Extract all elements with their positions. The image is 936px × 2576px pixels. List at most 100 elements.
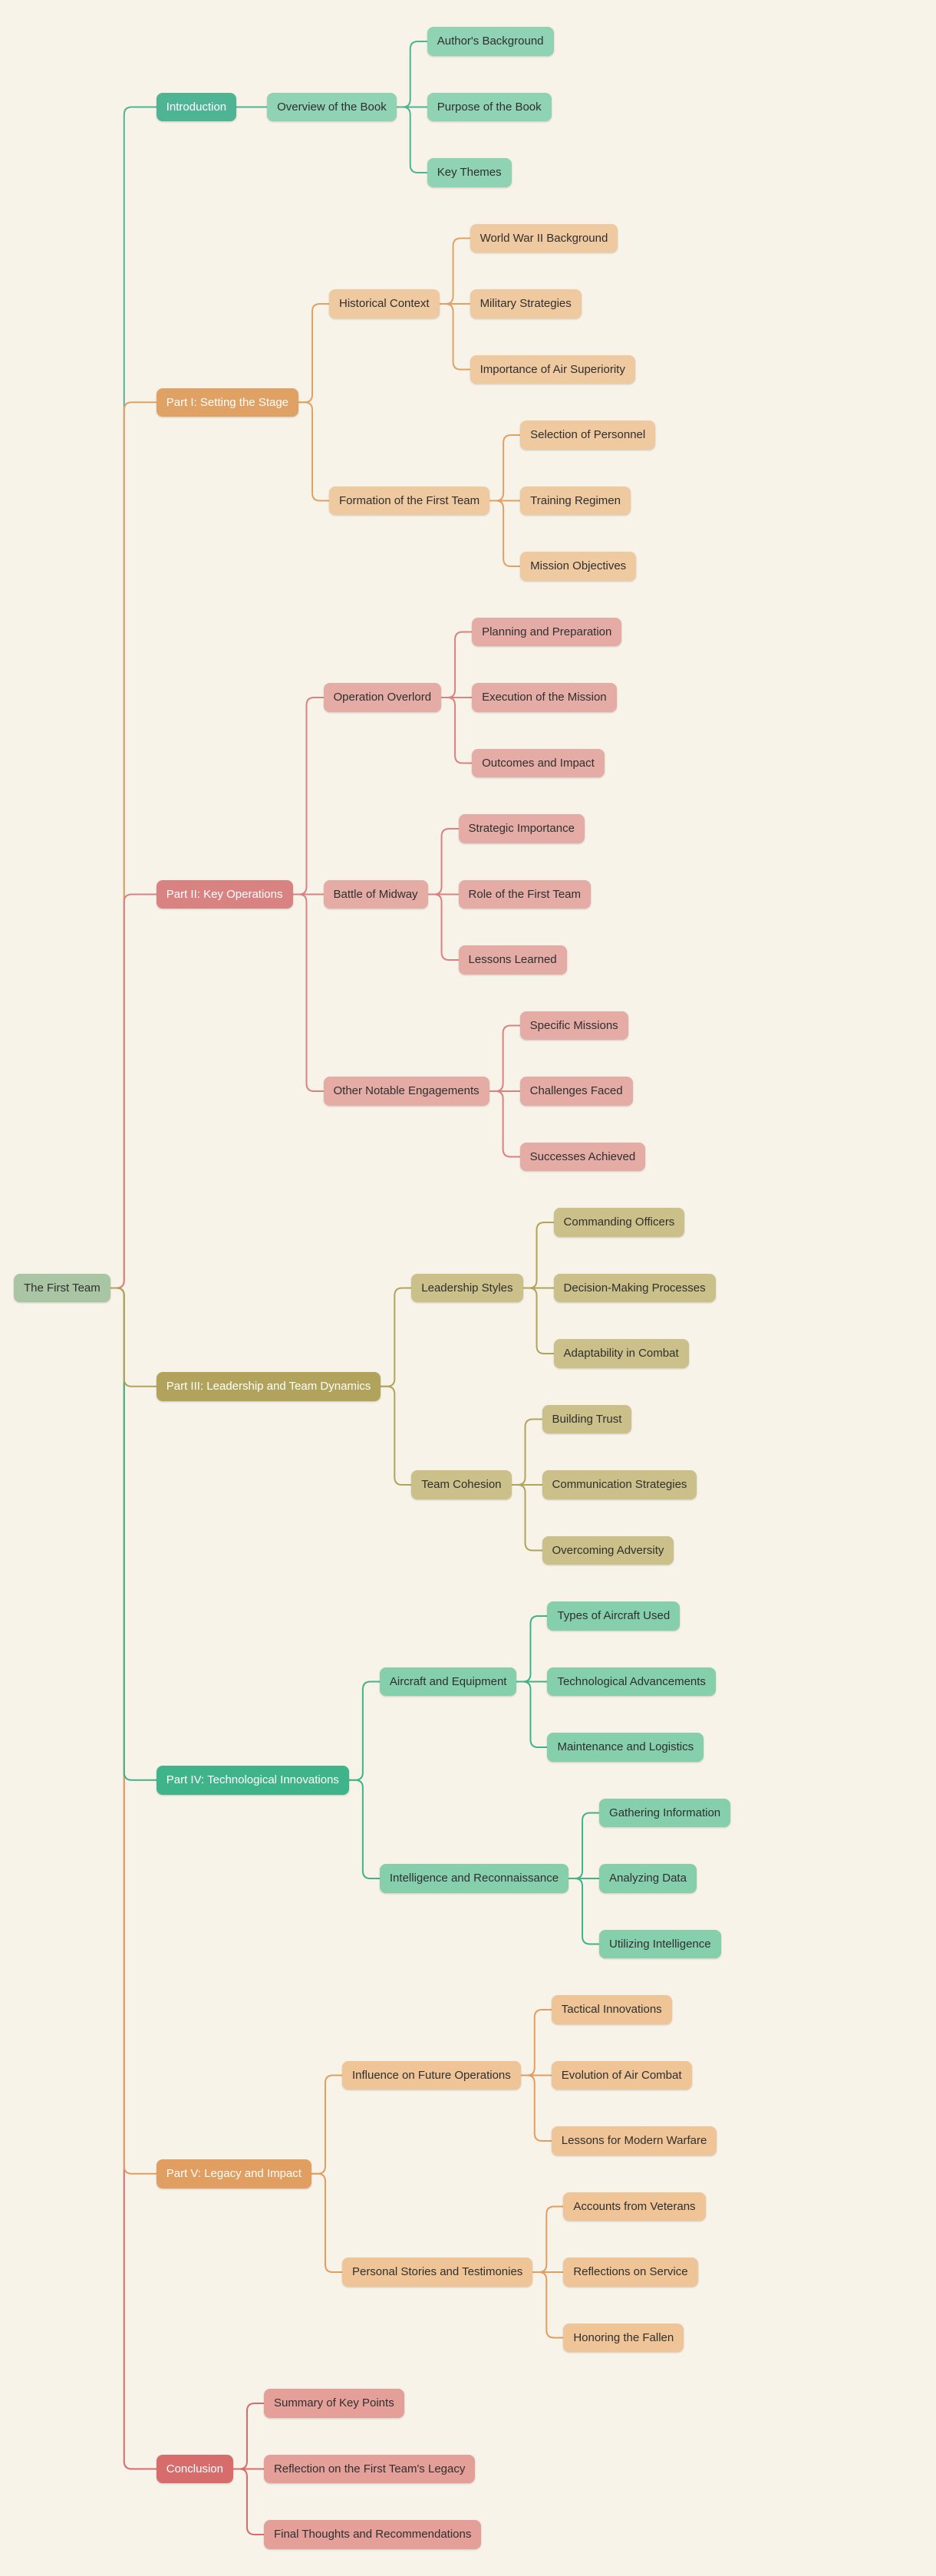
- node-communication-strategies[interactable]: Communication Strategies: [542, 1470, 697, 1499]
- branch-challenges-faced: Challenges Faced: [519, 1077, 646, 1106]
- node-part-v-legacy-and-impact[interactable]: Part V: Legacy and Impact: [156, 2159, 311, 2188]
- node-formation-of-the-first-team[interactable]: Formation of the First Team: [329, 486, 490, 516]
- branch-tactical-innovations: Tactical Innovations: [551, 1995, 717, 2024]
- node-historical-context[interactable]: Historical Context: [329, 289, 440, 318]
- node-military-strategies[interactable]: Military Strategies: [470, 289, 582, 318]
- branch-importance-of-air-superiority: Importance of Air Superiority: [470, 355, 635, 384]
- node-aircraft-and-equipment[interactable]: Aircraft and Equipment: [379, 1667, 517, 1697]
- node-summary-of-key-points[interactable]: Summary of Key Points: [263, 2389, 404, 2418]
- branch-maintenance-and-logistics: Maintenance and Logistics: [547, 1733, 715, 1762]
- node-part-ii-key-operations[interactable]: Part II: Key Operations: [156, 879, 293, 909]
- branch-role-of-the-first-team: Role of the First Team: [458, 879, 591, 909]
- children-of-part-ii-key-operations: Operation Overlord Planning and Preparati…: [323, 617, 646, 1172]
- node-leadership-styles[interactable]: Leadership Styles: [411, 1273, 523, 1303]
- node-selection-of-personnel[interactable]: Selection of Personnel: [520, 421, 656, 450]
- node-battle-of-midway[interactable]: Battle of Midway: [323, 879, 428, 909]
- node-intelligence-and-reconnaissance[interactable]: Intelligence and Reconnaissance: [379, 1864, 569, 1893]
- node-technological-advancements[interactable]: Technological Advancements: [547, 1667, 716, 1697]
- branch-training-regimen: Training Regimen: [520, 486, 655, 516]
- node-utilizing-intelligence[interactable]: Utilizing Intelligence: [599, 1929, 721, 1959]
- branch-selection-of-personnel: Selection of Personnel: [520, 421, 656, 450]
- node-honoring-the-fallen[interactable]: Honoring the Fallen: [563, 2323, 684, 2353]
- branch-personal-stories-and-testimonies: Personal Stories and Testimonies Accounts…: [341, 2192, 717, 2353]
- node-world-war-ii-background[interactable]: World War II Background: [470, 223, 618, 253]
- branch-part-iii-leadership-and-team-dynamics: Part III: Leadership and Team Dynamics Le…: [156, 1208, 730, 1565]
- branch-lessons-for-modern-warfare: Lessons for Modern Warfare: [551, 2126, 717, 2155]
- branch-part-ii-key-operations: Part II: Key Operations Operation Overlor…: [156, 617, 730, 1172]
- branch-summary-of-key-points: Summary of Key Points: [263, 2389, 481, 2418]
- node-introduction[interactable]: Introduction: [156, 92, 237, 122]
- node-other-notable-engagements[interactable]: Other Notable Engagements: [323, 1077, 489, 1106]
- branch-technological-advancements: Technological Advancements: [547, 1667, 716, 1697]
- branch-part-i-setting-the-stage: Part I: Setting the Stage Historical Cont…: [156, 223, 730, 581]
- node-reflection-on-the-first-team-s-legacy[interactable]: Reflection on the First Team's Legacy: [263, 2454, 476, 2484]
- branch-specific-missions: Specific Missions: [519, 1011, 646, 1041]
- branch-part-v-legacy-and-impact: Part V: Legacy and Impact Influence on Fu…: [156, 1995, 730, 2353]
- node-analyzing-data[interactable]: Analyzing Data: [599, 1864, 697, 1893]
- node-team-cohesion[interactable]: Team Cohesion: [411, 1470, 512, 1499]
- node-planning-and-preparation[interactable]: Planning and Preparation: [472, 617, 622, 647]
- node-part-iii-leadership-and-team-dynamics[interactable]: Part III: Leadership and Team Dynamics: [156, 1372, 381, 1401]
- node-final-thoughts-and-recommendations[interactable]: Final Thoughts and Recommendations: [263, 2520, 482, 2549]
- node-personal-stories-and-testimonies[interactable]: Personal Stories and Testimonies: [341, 2258, 533, 2287]
- branch-evolution-of-air-combat: Evolution of Air Combat: [551, 2060, 717, 2090]
- branch-adaptability-in-combat: Adaptability in Combat: [553, 1339, 716, 1368]
- node-adaptability-in-combat[interactable]: Adaptability in Combat: [553, 1339, 689, 1368]
- branch-historical-context: Historical Context World War II Backgroun…: [329, 223, 655, 384]
- node-strategic-importance[interactable]: Strategic Importance: [458, 814, 585, 843]
- branch-decision-making-processes: Decision-Making Processes: [553, 1273, 716, 1303]
- node-training-regimen[interactable]: Training Regimen: [520, 486, 631, 516]
- children-of-the-first-team: Introduction Overview of the Book Author's…: [156, 27, 731, 2549]
- node-conclusion[interactable]: Conclusion: [156, 2454, 233, 2484]
- node-challenges-faced[interactable]: Challenges Faced: [519, 1077, 633, 1106]
- node-building-trust[interactable]: Building Trust: [542, 1404, 632, 1434]
- branch-honoring-the-fallen: Honoring the Fallen: [563, 2323, 705, 2353]
- children-of-part-v-legacy-and-impact: Influence on Future Operations Tactical I…: [341, 1995, 717, 2353]
- node-types-of-aircraft-used[interactable]: Types of Aircraft Used: [547, 1601, 681, 1631]
- branch-purpose-of-the-book: Purpose of the Book: [427, 92, 554, 122]
- node-outcomes-and-impact[interactable]: Outcomes and Impact: [472, 748, 605, 778]
- branch-communication-strategies: Communication Strategies: [542, 1470, 697, 1499]
- node-commanding-officers[interactable]: Commanding Officers: [553, 1208, 685, 1237]
- node-tactical-innovations[interactable]: Tactical Innovations: [551, 1995, 672, 2024]
- node-the-first-team[interactable]: The First Team: [14, 1273, 110, 1303]
- node-mission-objectives[interactable]: Mission Objectives: [520, 552, 637, 581]
- node-lessons-learned[interactable]: Lessons Learned: [458, 945, 567, 975]
- node-overview-of-the-book[interactable]: Overview of the Book: [267, 92, 397, 122]
- node-importance-of-air-superiority[interactable]: Importance of Air Superiority: [470, 355, 635, 384]
- branch-formation-of-the-first-team: Formation of the First Team Selection of …: [329, 421, 656, 581]
- branch-the-first-team: The First Team Introduction Overview of th…: [14, 27, 731, 2549]
- node-decision-making-processes[interactable]: Decision-Making Processes: [553, 1273, 716, 1303]
- branch-planning-and-preparation: Planning and Preparation: [472, 617, 622, 647]
- node-purpose-of-the-book[interactable]: Purpose of the Book: [427, 92, 552, 122]
- node-part-iv-technological-innovations[interactable]: Part IV: Technological Innovations: [156, 1766, 349, 1795]
- node-key-themes[interactable]: Key Themes: [427, 158, 512, 187]
- branch-world-war-ii-background: World War II Background: [470, 223, 635, 253]
- node-specific-missions[interactable]: Specific Missions: [519, 1011, 628, 1041]
- node-overcoming-adversity[interactable]: Overcoming Adversity: [542, 1535, 674, 1565]
- node-accounts-from-veterans[interactable]: Accounts from Veterans: [563, 2192, 706, 2221]
- node-author-s-background[interactable]: Author's Background: [427, 27, 554, 56]
- branch-part-iv-technological-innovations: Part IV: Technological Innovations Aircra…: [156, 1601, 731, 1959]
- branch-influence-on-future-operations: Influence on Future Operations Tactical I…: [341, 1995, 717, 2155]
- node-lessons-for-modern-warfare[interactable]: Lessons for Modern Warfare: [551, 2126, 717, 2155]
- node-role-of-the-first-team[interactable]: Role of the First Team: [458, 879, 591, 909]
- node-evolution-of-air-combat[interactable]: Evolution of Air Combat: [551, 2060, 692, 2090]
- branch-operation-overlord: Operation Overlord Planning and Preparati…: [323, 617, 646, 778]
- node-operation-overlord[interactable]: Operation Overlord: [323, 683, 442, 712]
- node-successes-achieved[interactable]: Successes Achieved: [519, 1142, 646, 1172]
- branch-final-thoughts-and-recommendations: Final Thoughts and Recommendations: [263, 2520, 482, 2549]
- node-influence-on-future-operations[interactable]: Influence on Future Operations: [341, 2060, 521, 2090]
- node-part-i-setting-the-stage[interactable]: Part I: Setting the Stage: [156, 388, 299, 417]
- node-gathering-information[interactable]: Gathering Information: [599, 1798, 731, 1828]
- node-maintenance-and-logistics[interactable]: Maintenance and Logistics: [547, 1733, 704, 1762]
- node-reflections-on-service[interactable]: Reflections on Service: [563, 2258, 698, 2287]
- node-execution-of-the-mission[interactable]: Execution of the Mission: [472, 683, 617, 712]
- branch-key-themes: Key Themes: [427, 158, 554, 187]
